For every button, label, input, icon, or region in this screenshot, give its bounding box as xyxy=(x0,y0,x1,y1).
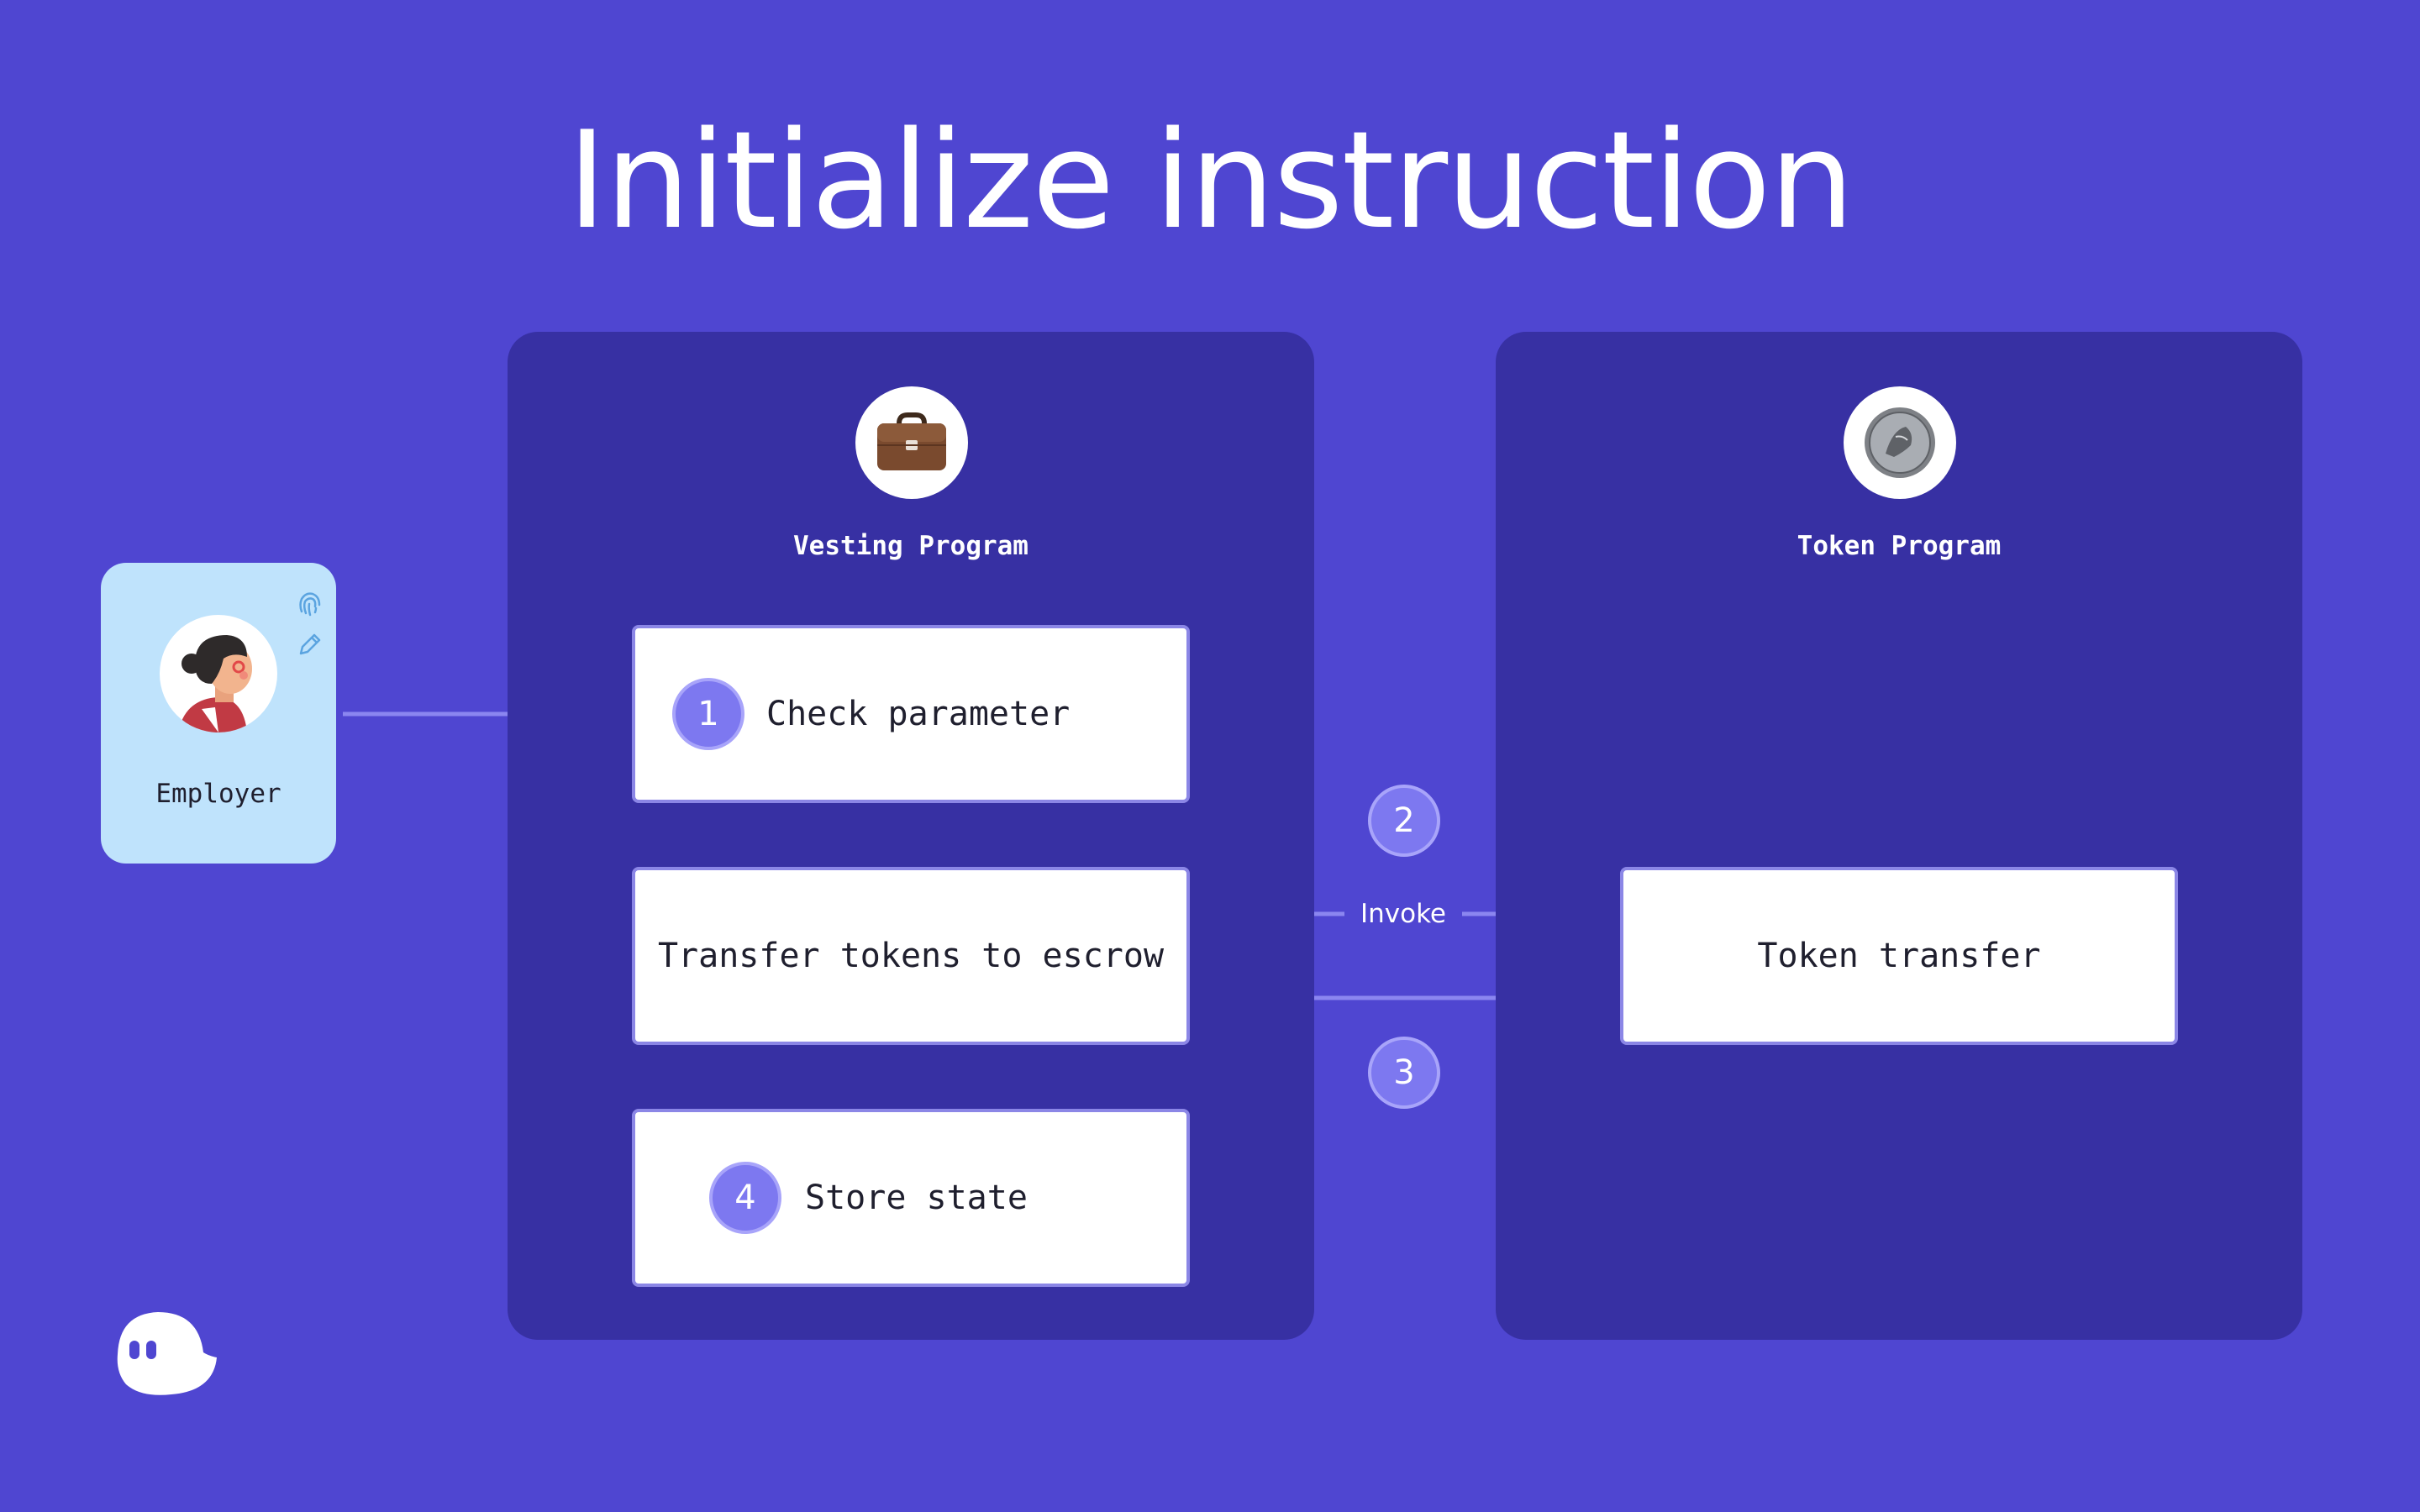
step-number-badge: 4 xyxy=(709,1162,781,1234)
invoke-label: Invoke xyxy=(1344,895,1462,932)
step-label: Transfer tokens to escrow xyxy=(657,937,1165,975)
step-check-parameter: 1 Check parameter xyxy=(632,625,1190,803)
employer-label: Employer xyxy=(155,779,281,809)
coin-icon xyxy=(1844,386,1956,499)
employer-avatar xyxy=(160,615,277,732)
step-label: Store state xyxy=(805,1179,1028,1217)
employer-card: Employer xyxy=(101,563,336,864)
invoke-step-badge: 2 xyxy=(1368,785,1440,857)
vesting-program-label: Vesting Program xyxy=(793,531,1028,561)
token-program-label: Token Program xyxy=(1797,531,2002,561)
step-label: Check parameter xyxy=(766,695,1071,733)
return-step-badge: 3 xyxy=(1368,1037,1440,1109)
pencil-icon xyxy=(294,630,324,664)
step-label: Token transfer xyxy=(1757,937,2041,975)
step-transfer-tokens: Transfer tokens to escrow xyxy=(632,867,1190,1045)
step-number-badge: 1 xyxy=(672,678,744,750)
fingerprint-icon xyxy=(294,588,324,622)
token-program-panel: Token Program xyxy=(1496,332,2302,1340)
step-token-transfer: Token transfer xyxy=(1620,867,2178,1045)
step-store-state: 4 Store state xyxy=(632,1109,1190,1287)
diagram-title: Initialize instruction xyxy=(566,102,1854,259)
ghost-logo-icon xyxy=(116,1310,220,1401)
briefcase-icon xyxy=(855,386,968,499)
